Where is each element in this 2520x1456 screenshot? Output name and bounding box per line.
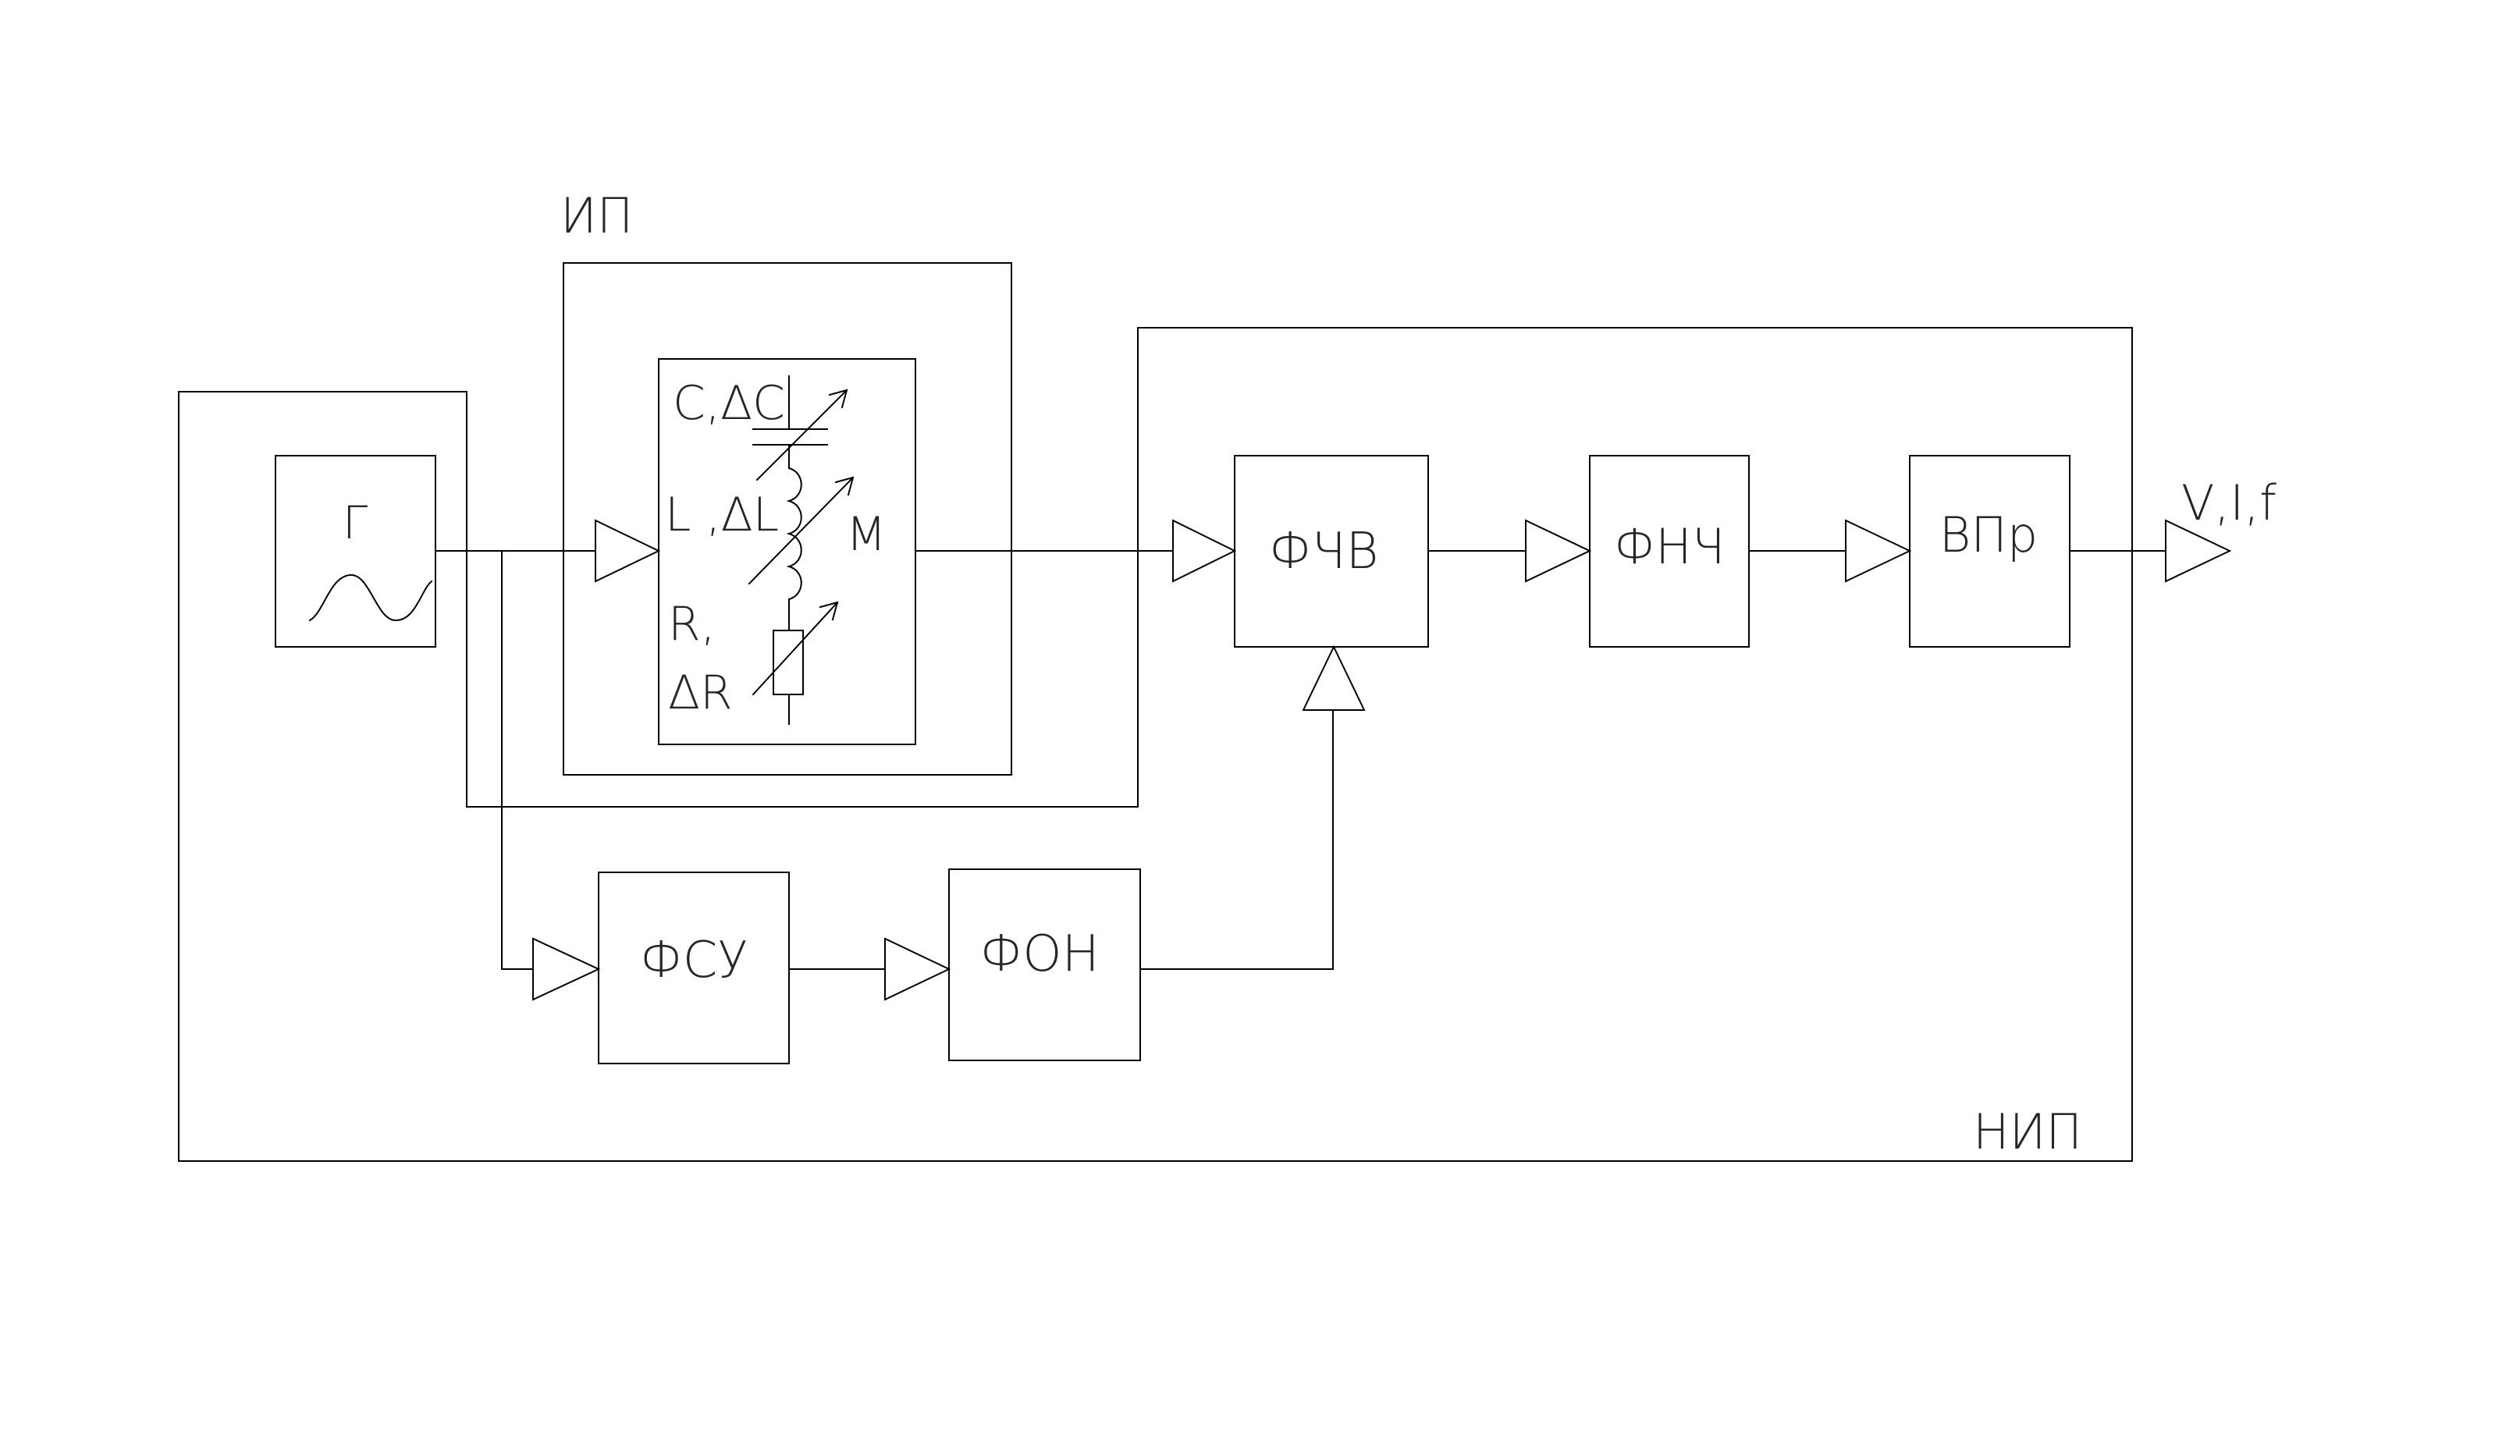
ip-input-marker-icon (595, 519, 661, 583)
variable-capacitor-icon (752, 389, 848, 481)
connection-lines (435, 550, 2166, 970)
capacitance-label: C,ΔC (673, 376, 785, 431)
inductance-label: L ,ΔL (665, 488, 779, 542)
fon-block (948, 868, 1141, 1061)
fnch-input-marker-icon (1525, 519, 1592, 583)
fchv-reference-marker-icon (1302, 645, 1366, 711)
nip-label: НИП (1973, 1103, 2082, 1160)
variable-inductor-icon (748, 467, 855, 601)
mutual-inductance-label: M (846, 507, 887, 562)
resistance-label-line1: R, (668, 597, 716, 652)
vpr-label: ВПр (1939, 506, 2038, 563)
sensor-element (748, 375, 855, 725)
fchv-label: ФЧВ (1269, 523, 1379, 581)
fsu-block (598, 872, 790, 1064)
nip-frame (178, 327, 2133, 1162)
fnch-label: ФНЧ (1614, 518, 1725, 575)
ip-outer-frame (563, 262, 1012, 776)
output-label: V,I,f (2181, 474, 2277, 531)
variable-resistor-icon (752, 601, 839, 696)
ip-label: ИП (560, 187, 633, 244)
output-marker-icon (2165, 519, 2232, 583)
signal-markers (532, 519, 2232, 1001)
fon-input-marker-icon (884, 937, 951, 1001)
fon-label: ФОН (979, 925, 1100, 983)
fsu-label: ФСУ (640, 932, 748, 989)
generator-block (275, 455, 436, 648)
fsu-input-marker-icon (532, 937, 601, 1001)
resistance-label-line2: ΔR (668, 666, 733, 720)
generator-label: Г (343, 496, 368, 549)
sine-wave-icon (308, 574, 433, 622)
fchv-input-marker-icon (1172, 519, 1237, 583)
vpr-input-marker-icon (1845, 519, 1912, 583)
